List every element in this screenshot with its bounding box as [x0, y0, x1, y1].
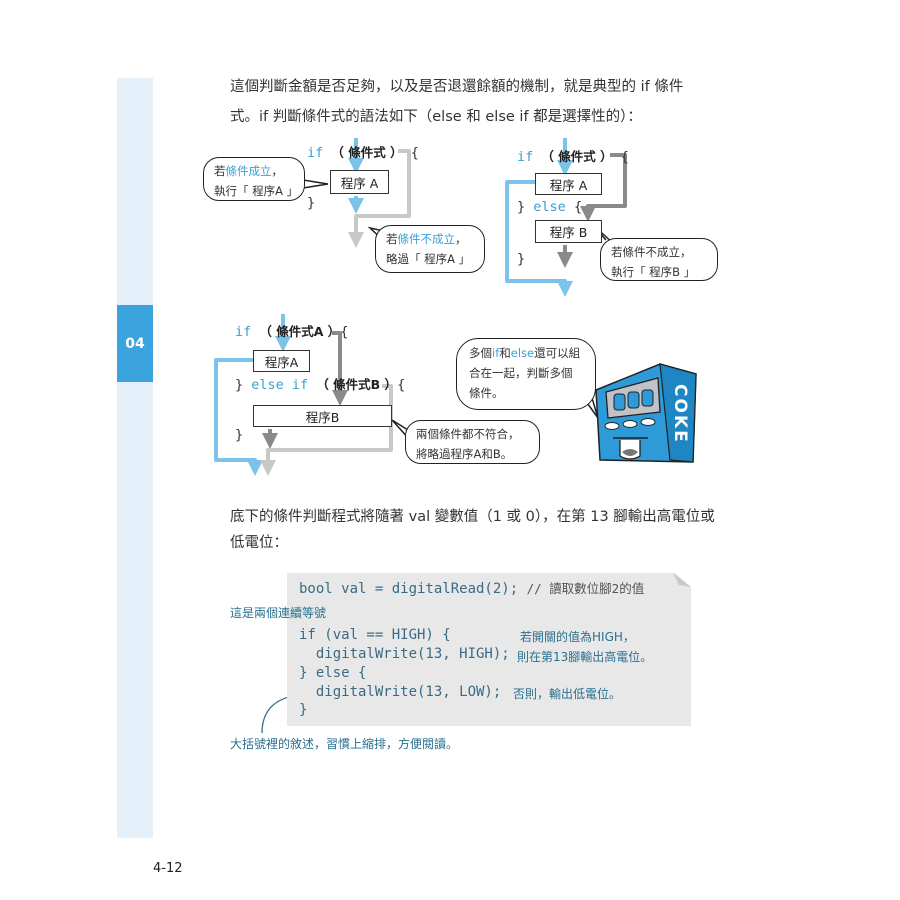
- bubble-else: 若條件不成立，執行「 程序B 」: [600, 238, 718, 281]
- box-program-a: 程序 A: [330, 170, 389, 194]
- code-line-3: digitalWrite(13, HIGH);: [299, 646, 510, 662]
- diagram2-else-line: } else {: [517, 199, 583, 215]
- condition-label: （ 條件式 ）: [331, 145, 403, 160]
- arrow-false-path: [348, 149, 411, 248]
- para2-line-1: 底下的條件判斷程式將隨著 val 變數值（1 或 0），在第 13 腳輸出高電位…: [230, 509, 715, 525]
- code-line-6: }: [299, 702, 308, 718]
- annotation-high-2: 則在第13腳輸出高電位。: [517, 650, 653, 664]
- diagram3-if-line: if （ 條件式A ）{: [235, 324, 349, 340]
- intro-line-2: 式。if 判斷條件式的語法如下（else 和 else if 都是選擇性的）：: [230, 109, 642, 125]
- keyword-if: if: [307, 145, 324, 161]
- brace-close: }: [307, 195, 316, 211]
- annotation-high-1: 若開關的值為HIGH，: [520, 630, 635, 644]
- intro-line-1: 這個判斷金額是否足夠，以及是否退還餘額的機制，就是典型的 if 條件: [230, 79, 684, 95]
- vending-machine-mascot: COKE: [595, 363, 697, 463]
- coke-logo: COKE: [670, 384, 690, 444]
- code-line-2: if (val == HIGH) {: [299, 627, 451, 643]
- para2-line-2: 低電位：: [230, 535, 288, 551]
- bubble-condition-false: 若條件不成立， 略過「 程序A 」: [375, 225, 485, 273]
- chapter-tab: 04: [117, 305, 153, 382]
- brace-open: {: [410, 145, 419, 161]
- arrow-after-a: [214, 358, 263, 476]
- chapter-strip: [117, 78, 153, 838]
- box-program-a: 程序A: [253, 350, 310, 372]
- box-program-b: 程序B: [253, 405, 392, 427]
- folded-corner-icon: [673, 573, 691, 587]
- arrow-cond-b: [332, 331, 348, 406]
- box-program-b: 程序 B: [535, 220, 602, 243]
- arrow-else-path: [580, 153, 627, 222]
- chapter-number: 04: [125, 335, 145, 352]
- code-line-4: } else {: [299, 665, 367, 681]
- code-block: [287, 573, 691, 726]
- annotation-double-equals: 這是兩個連續等號: [230, 606, 327, 620]
- diagram2-if-line: if （ 條件式 ） {: [517, 149, 629, 165]
- arrow-skip-all: [260, 384, 393, 476]
- mascot-speech-bubble: 多個if和else還可以組 合在一起，判斷多個 條件。: [456, 338, 596, 410]
- diagram3-else-if-line: } else if （ 條件式B ）{: [235, 377, 406, 393]
- brace-close: }: [517, 251, 526, 267]
- box-program-a: 程序 A: [535, 173, 602, 195]
- arrow-after-a: [505, 180, 573, 297]
- annotation-indent: 大括號裡的敘述，習慣上縮排，方便閱讀。: [230, 737, 459, 751]
- bubble-none-match: 兩個條件都不符合，將略過程序A和B。: [405, 420, 540, 464]
- brace-close: }: [235, 427, 244, 443]
- code-comment: // 讀取數位腳2的值: [526, 581, 645, 596]
- code-line-5: digitalWrite(13, LOW);: [299, 684, 502, 700]
- page-number: 4-12: [153, 861, 183, 876]
- annotation-low: 否則，輸出低電位。: [513, 687, 622, 701]
- diagram1-if-line: if （ 條件式 ） {: [307, 142, 419, 161]
- code-line-1: bool val = digitalRead(2); // 讀取數位腳2的值: [299, 581, 645, 597]
- bubble-condition-true: 若條件成立， 執行「 程序A 」: [203, 157, 305, 201]
